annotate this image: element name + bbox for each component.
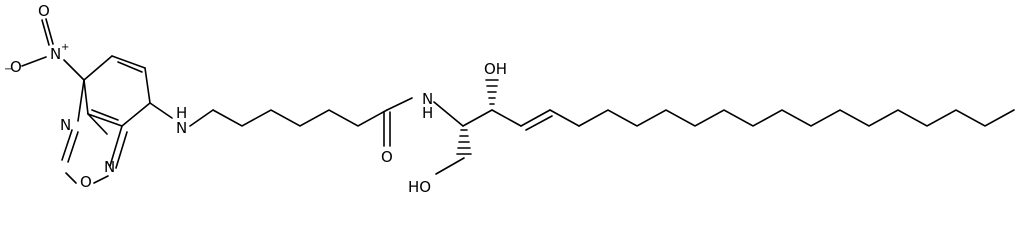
ring-n-upper-label: N <box>60 116 71 134</box>
nitro-o-minus-label: O <box>10 58 22 76</box>
amine-n-label: N <box>176 119 187 137</box>
secondary-oh-label: OH <box>484 60 507 78</box>
bond <box>189 109 214 127</box>
benzoxadiazole-ring <box>61 55 151 184</box>
bond <box>117 61 143 73</box>
nitro-n-label: N <box>50 45 61 63</box>
nitro-n-charge: + <box>61 42 69 53</box>
chain-bonds <box>212 109 388 127</box>
bond <box>63 59 85 81</box>
amide-o-label: O <box>381 148 393 166</box>
hexanoyl-chain: O <box>212 97 413 166</box>
bond <box>115 131 128 169</box>
bond <box>525 115 553 131</box>
bond <box>83 79 89 115</box>
nitro-group: N + O − O <box>4 2 85 81</box>
bond <box>433 101 464 127</box>
structure-canvas: N + O − O N O N H N O N H HO <box>4 2 1015 196</box>
ring-o-label: O <box>80 173 92 191</box>
bond <box>41 19 50 46</box>
bond <box>77 79 85 122</box>
bond <box>93 175 109 184</box>
ring-n-lower-label: N <box>104 158 115 176</box>
bond <box>21 56 47 67</box>
bond <box>462 109 493 127</box>
bond <box>435 157 465 175</box>
bond <box>45 18 54 45</box>
bond <box>121 102 151 127</box>
bond <box>111 55 146 69</box>
primary-oh-label: HO <box>408 178 431 196</box>
bond <box>149 102 173 119</box>
bond <box>549 109 580 127</box>
amide-n-label: N <box>422 90 433 108</box>
bond <box>83 55 113 81</box>
bond <box>87 113 108 135</box>
hashed-wedge <box>456 129 472 155</box>
bond <box>491 109 522 127</box>
bond <box>65 172 77 184</box>
amide-h-label: H <box>422 104 433 122</box>
bond <box>67 131 79 163</box>
bond <box>109 125 123 167</box>
bond <box>144 67 151 104</box>
sphingosine-backbone: HO OH <box>408 60 1015 196</box>
hashed-wedge-oh <box>485 79 499 105</box>
bond <box>61 129 73 161</box>
nitro-o-charge: − <box>4 64 12 75</box>
structure-drawing: N + O − O N O N H N O N H HO <box>4 2 1015 196</box>
bond <box>91 109 119 121</box>
bond <box>87 113 123 127</box>
bond <box>386 97 413 111</box>
nitro-o-label: O <box>38 2 50 20</box>
amine-h-label: H <box>176 104 187 122</box>
bond <box>520 109 551 127</box>
alkyl-tail <box>578 109 1015 127</box>
